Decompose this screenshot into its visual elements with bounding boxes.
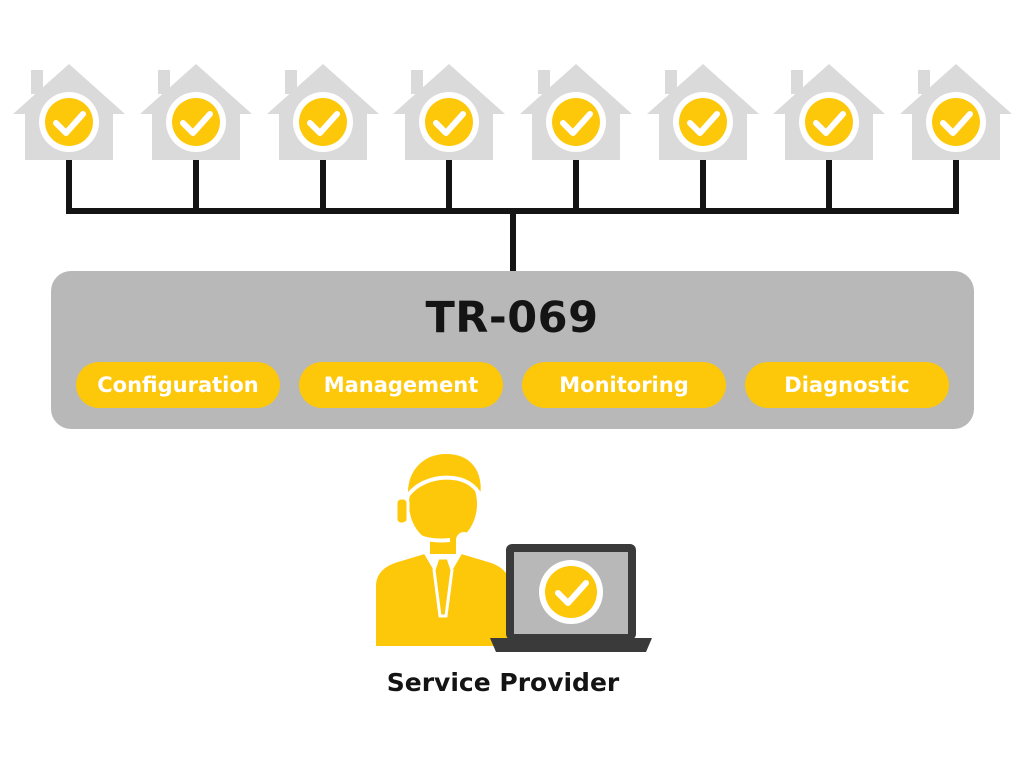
laptop-check-icon (490, 544, 652, 652)
function-pill-monitoring: Monitoring (522, 362, 726, 408)
function-pill-diagnostic: Diagnostic (745, 362, 949, 408)
support-agent-icon (376, 446, 510, 646)
house-check-icon (267, 64, 379, 164)
function-pill-management: Management (299, 362, 503, 408)
house-check-icon (647, 64, 759, 164)
house-check-icon (900, 64, 1012, 164)
house-check-icon (773, 64, 885, 164)
function-pill-configuration: Configuration (76, 362, 280, 408)
house-check-icon (393, 64, 505, 164)
protocol-title: TR-069 (425, 293, 599, 343)
house-check-icon (13, 64, 125, 164)
service-provider-label: Service Provider (386, 668, 620, 697)
house-check-icon (140, 64, 252, 164)
house-check-icon (520, 64, 632, 164)
